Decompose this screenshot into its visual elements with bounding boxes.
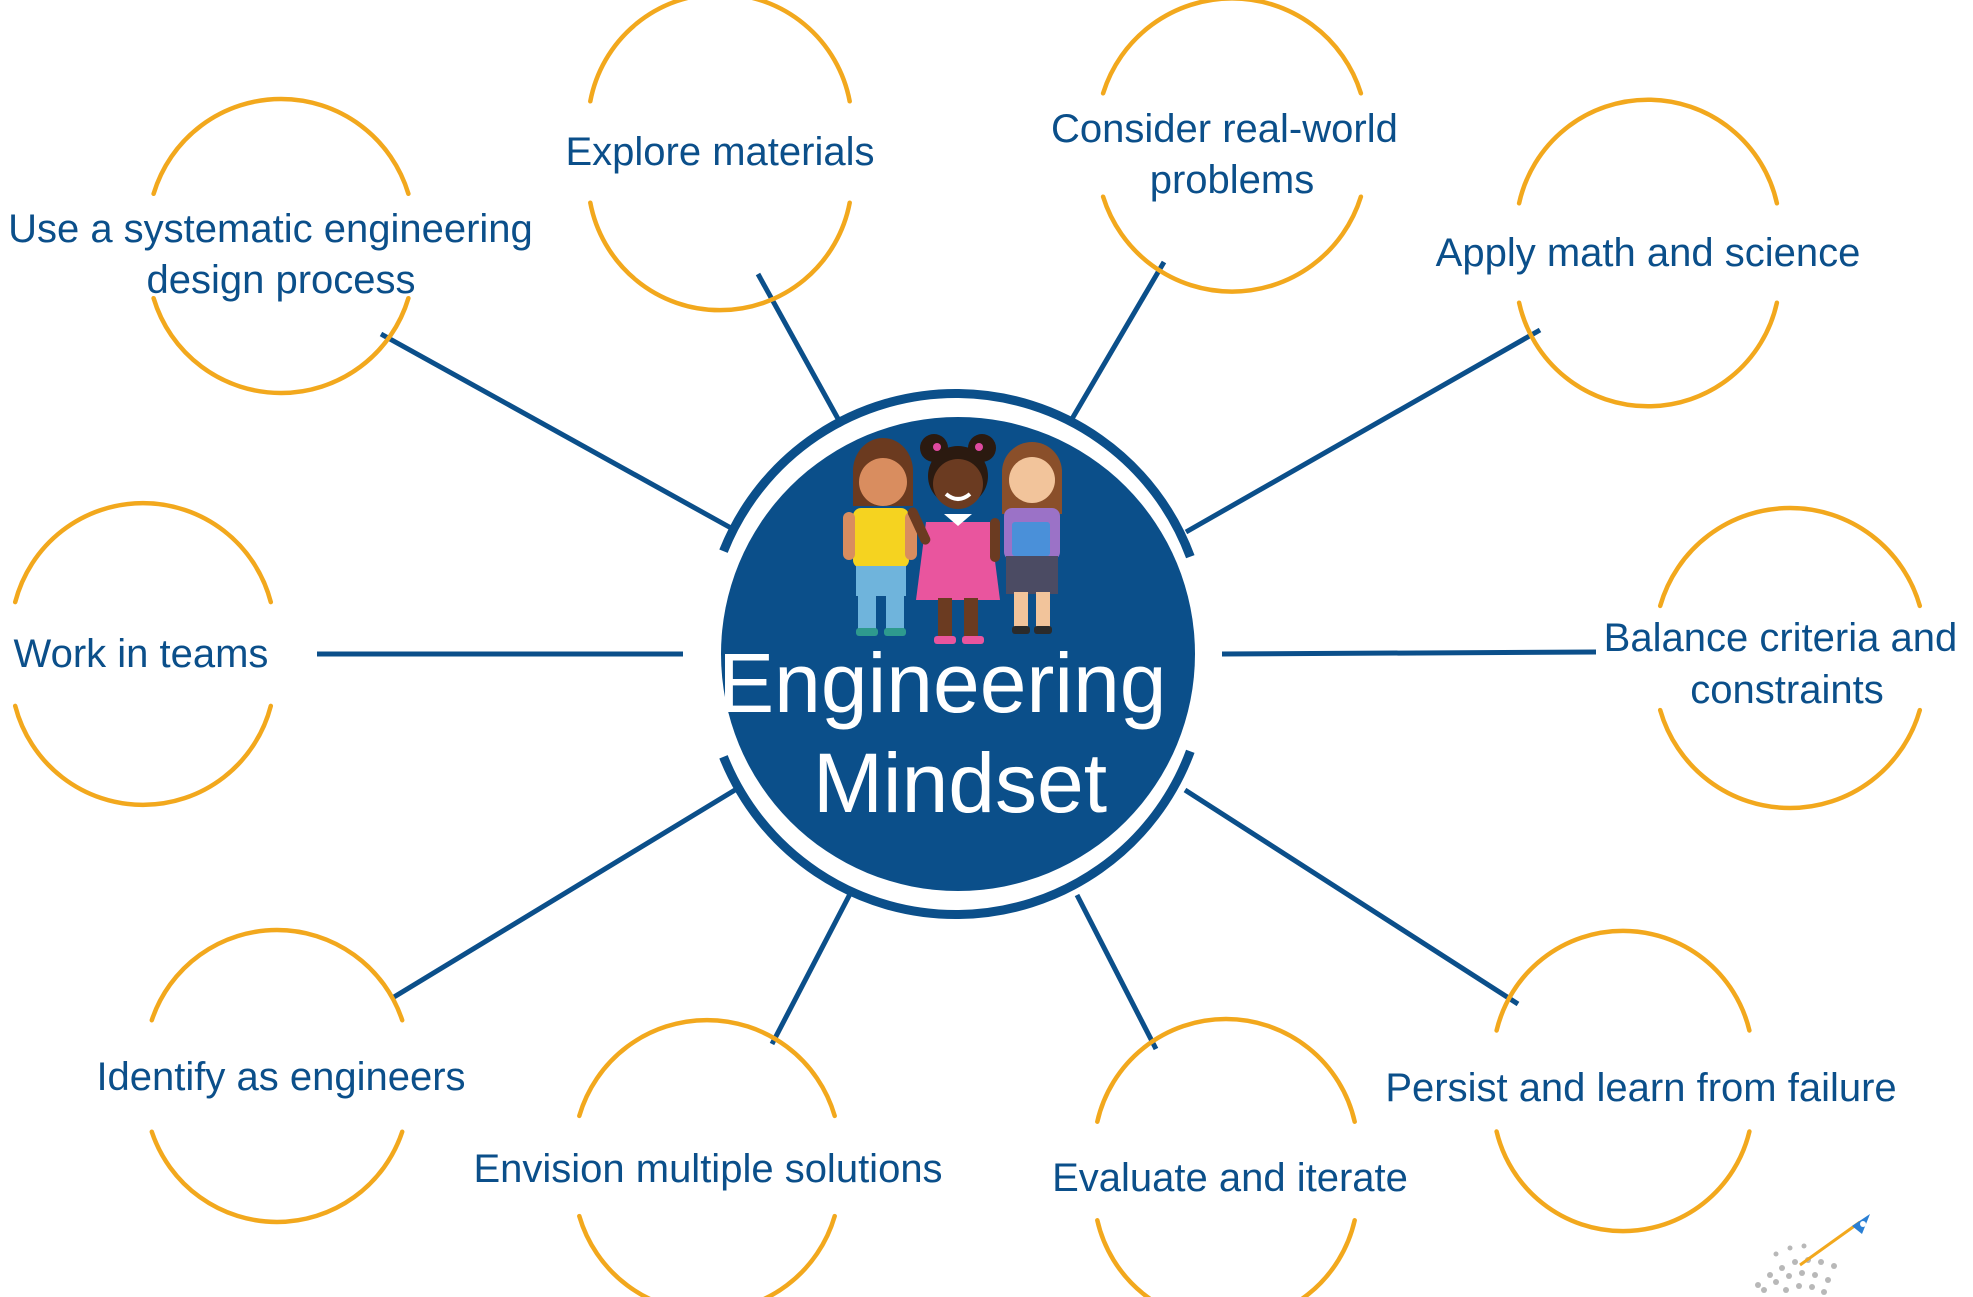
arc-math-science <box>1516 97 1780 409</box>
connector-lines <box>317 260 1597 1051</box>
arc-systematic-process <box>151 96 411 396</box>
arc-persist-failure <box>1494 928 1752 1234</box>
center-ring-top-arc <box>719 388 1195 559</box>
center-title-line2: Mindset <box>813 736 1107 830</box>
connector-explore-materials <box>755 272 845 428</box>
arc-teams <box>12 500 274 808</box>
label-identify-engineers-line1: Identify as engineers <box>96 1055 465 1099</box>
connector-systematic-process <box>379 331 733 531</box>
label-explore-materials-line1: Explore materials <box>565 130 874 174</box>
label-explore-materials: Explore materials <box>565 130 874 174</box>
arc-multiple-solutions <box>577 1017 837 1297</box>
label-systematic-process-line2: design process <box>146 258 415 302</box>
connector-math-science <box>1184 327 1542 535</box>
label-multiple-solutions-line1: Envision multiple solutions <box>473 1147 942 1191</box>
label-persist-failure: Persist and learn from failure <box>1385 1066 1896 1110</box>
child-right <box>1002 442 1062 634</box>
label-identify-engineers: Identify as engineers <box>96 1055 465 1099</box>
label-systematic-process-line1: Use a systematic engineering <box>8 207 533 251</box>
three-children-illustration <box>843 434 1062 644</box>
connector-identify-engineers <box>392 787 737 1000</box>
connector-criteria-constraints <box>1221 649 1597 657</box>
label-multiple-solutions: Envision multiple solutions <box>473 1147 942 1191</box>
label-evaluate-iterate: Evaluate and iterate <box>1052 1156 1408 1200</box>
arc-explore-materials <box>588 0 852 313</box>
center-circle <box>721 417 1195 891</box>
label-evaluate-iterate-line1: Evaluate and iterate <box>1052 1156 1408 1200</box>
label-criteria-constraints: Balance criteria and constraints <box>1604 616 1969 712</box>
arc-real-world-problems <box>1100 0 1364 294</box>
label-real-world-problems-line1: Consider real-world <box>1051 107 1398 151</box>
node-arcs <box>12 0 1923 1297</box>
label-criteria-constraints-line1: Balance criteria and <box>1604 616 1958 660</box>
arc-identify-engineers <box>149 927 405 1225</box>
connector-multiple-solutions <box>769 892 853 1046</box>
connector-persist-failure <box>1183 787 1520 1007</box>
child-middle <box>907 434 1000 644</box>
label-criteria-constraints-line2: constraints <box>1690 668 1883 712</box>
label-real-world-problems-line2: problems <box>1150 158 1315 202</box>
arc-evaluate-iterate <box>1095 1016 1357 1297</box>
label-systematic-process: Use a systematic engineering design proc… <box>8 207 544 302</box>
child-left <box>843 438 917 636</box>
label-math-science: Apply math and science <box>1436 231 1861 275</box>
rocket-logo-icon <box>1755 1214 1870 1295</box>
label-real-world-problems: Consider real-world problems <box>1051 107 1409 202</box>
center-title-line1: Engineering <box>718 636 1166 730</box>
label-persist-failure-line1: Persist and learn from failure <box>1385 1066 1896 1110</box>
arc-criteria-constraints <box>1657 505 1923 811</box>
center-hub: Engineering Mindset <box>718 388 1195 920</box>
node-labels: Use a systematic engineering design proc… <box>8 107 1969 1200</box>
center-ring-bottom-arc <box>719 749 1195 920</box>
label-teams: Work in teams <box>14 632 269 676</box>
connector-real-world-problems <box>1066 260 1167 426</box>
connector-evaluate-iterate <box>1074 893 1159 1051</box>
center-title: Engineering Mindset <box>718 636 1190 830</box>
label-teams-line1: Work in teams <box>14 632 269 676</box>
label-math-science-line1: Apply math and science <box>1436 231 1861 275</box>
